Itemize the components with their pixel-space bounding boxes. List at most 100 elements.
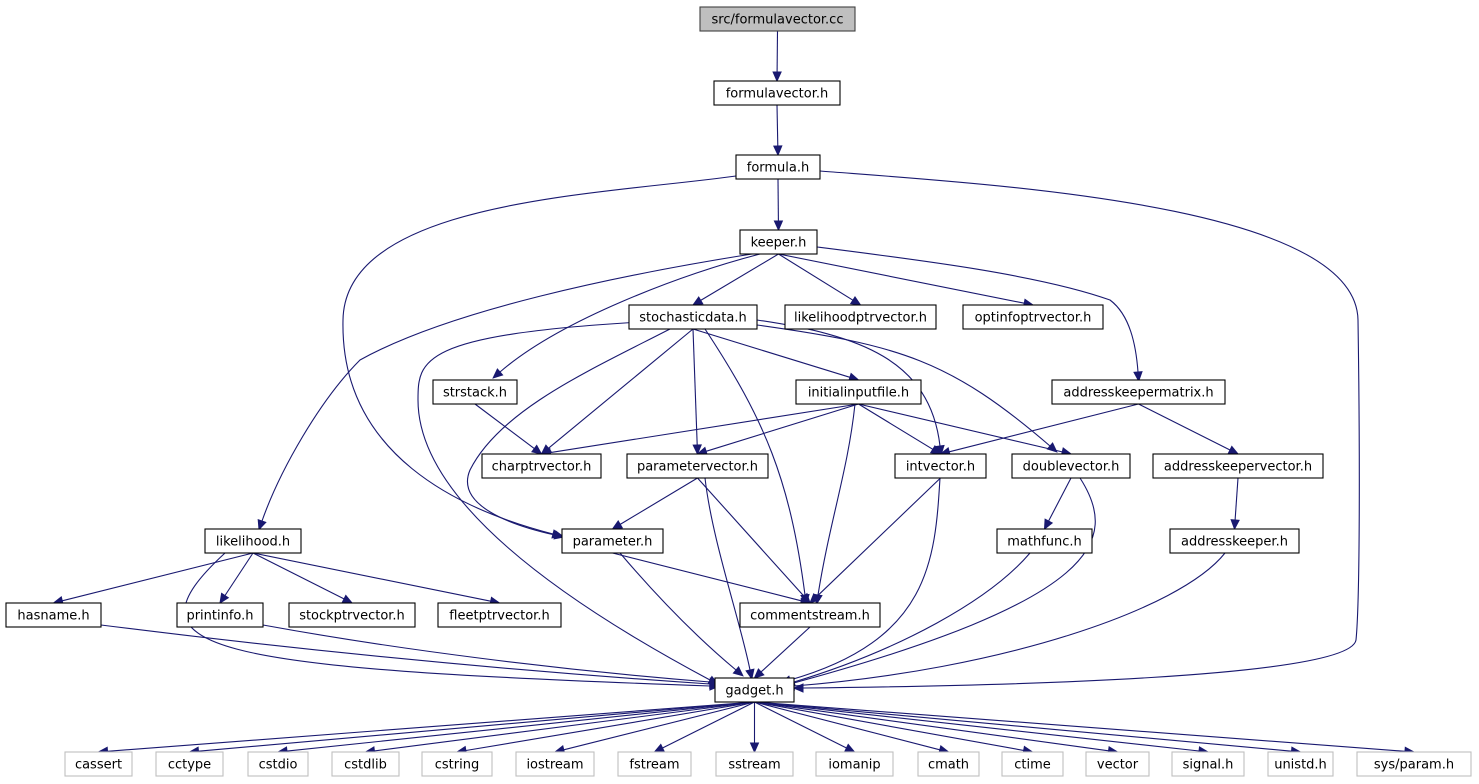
node-label-parametervector-h: parametervector.h [637, 460, 758, 475]
node-label-likelihood-h: likelihood.h [216, 535, 290, 550]
arrowhead-addresskeepermatrix-h-to-addresskeepervector-h [1227, 445, 1240, 455]
edge-gadget-h-to-cstring [465, 701, 755, 752]
edge-parametervector-h-to-commentstream-h [697, 477, 805, 597]
arrowhead-parametervector-h-to-parameter-h [611, 519, 624, 530]
arrowhead-keeper-h-to-stochasticdata-h [691, 296, 704, 306]
edge-likelihood-h-to-stockptrvector-h [252, 552, 345, 600]
node-formulavector-h[interactable]: formulavector.h [713, 80, 841, 106]
node-box-src-formulavector-cc [699, 6, 856, 32]
node-box-sstream [715, 751, 794, 777]
node-hasname-h[interactable]: hasname.h [5, 602, 102, 628]
node-label-hasname-h: hasname.h [17, 609, 89, 624]
node-label-charptrvector-h: charptrvector.h [492, 460, 592, 475]
node-label-addresskeepervector-h: addresskeepervector.h [1164, 460, 1312, 475]
arrowhead-addresskeepervector-h-to-addresskeeper-h [1230, 519, 1240, 531]
edge-likelihood-h-to-gadget-h [184, 552, 711, 687]
node-box-addresskeepermatrix-h [1051, 379, 1226, 405]
edge-doublevector-h-to-mathfunc-h [1048, 477, 1072, 522]
edge-stochasticdata-h-to-parameter-h [467, 328, 671, 536]
edge-gadget-h-to-cctype [198, 701, 755, 752]
node-label-keeper-h: keeper.h [751, 236, 807, 251]
node-addresskeepermatrix-h[interactable]: addresskeepermatrix.h [1051, 379, 1226, 405]
node-commentstream-h[interactable]: commentstream.h [739, 602, 881, 628]
node-parametervector-h[interactable]: parametervector.h [626, 453, 769, 479]
arrowhead-commentstream-h-to-gadget-h [753, 668, 765, 679]
node-box-cctype [155, 751, 224, 777]
node-box-signal-h [1171, 751, 1245, 777]
node-box-stochasticdata-h [628, 304, 758, 330]
node-charptrvector-h[interactable]: charptrvector.h [481, 453, 602, 479]
node-initialinputfile-h[interactable]: initialinputfile.h [795, 379, 922, 405]
node-mathfunc-h[interactable]: mathfunc.h [996, 528, 1093, 554]
node-box-cstdio [247, 751, 309, 777]
edge-parameter-h-to-commentstream-h [612, 552, 802, 602]
node-label-cstdlib: cstdlib [344, 758, 387, 773]
node-cstring: cstring [421, 751, 493, 777]
edge-gadget-h-to-iostream [563, 701, 755, 751]
arrowhead-likelihood-h-to-printinfo-h [219, 592, 230, 605]
node-cmath: cmath [917, 751, 980, 777]
node-sys-param-h: sys/param.h [1356, 751, 1472, 777]
edge-gadget-h-to-signal-h [754, 701, 1200, 752]
node-unistd-h: unistd.h [1267, 751, 1334, 777]
node-label-fstream: fstream [629, 758, 679, 773]
node-label-fleetptrvector-h: fleetptrvector.h [449, 609, 549, 624]
node-box-sys-param-h [1356, 751, 1472, 777]
node-addresskeeper-h[interactable]: addresskeeper.h [1169, 528, 1300, 554]
node-doublevector-h[interactable]: doublevector.h [1011, 453, 1131, 479]
edge-gadget-h-to-cassert [107, 701, 755, 752]
node-fleetptrvector-h[interactable]: fleetptrvector.h [437, 602, 562, 628]
edge-formula-h-to-parameter-h [342, 175, 737, 535]
edge-keeper-h-to-stochasticdata-h [700, 253, 779, 301]
node-likelihood-h[interactable]: likelihood.h [204, 528, 302, 554]
node-box-commentstream-h [739, 602, 881, 628]
edge-intvector-h-to-gadget-h [789, 477, 941, 681]
node-optinfoptrvector-h[interactable]: optinfoptrvector.h [962, 304, 1104, 330]
node-label-stockptrvector-h: stockptrvector.h [299, 609, 405, 624]
arrowhead-initialinputfile-h-to-intvector-h [929, 444, 942, 455]
node-parameter-h[interactable]: parameter.h [561, 528, 664, 554]
node-vector: vector [1085, 751, 1150, 777]
edge-stochasticdata-h-to-commentstream-h [704, 328, 806, 596]
node-printinfo-h[interactable]: printinfo.h [176, 602, 264, 628]
node-intvector-h[interactable]: intvector.h [894, 453, 987, 479]
node-stockptrvector-h[interactable]: stockptrvector.h [288, 602, 416, 628]
node-addresskeepervector-h[interactable]: addresskeepervector.h [1152, 453, 1324, 479]
node-label-formulavector-h: formulavector.h [726, 87, 829, 102]
node-label-parameter-h: parameter.h [573, 535, 653, 550]
node-strstack-h[interactable]: strstack.h [432, 379, 518, 405]
edge-addresskeepermatrix-h-to-intvector-h [949, 403, 1139, 453]
edges-layer [52, 30, 1416, 757]
node-stochasticdata-h[interactable]: stochasticdata.h [628, 304, 758, 330]
node-keeper-h[interactable]: keeper.h [739, 229, 818, 255]
node-src-formulavector-cc[interactable]: src/formulavector.cc [699, 6, 856, 32]
edge-stochasticdata-h-to-parametervector-h [692, 328, 698, 446]
node-ctime: ctime [1001, 751, 1064, 777]
node-formula-h[interactable]: formula.h [735, 154, 821, 180]
edge-gadget-h-to-ctime [754, 701, 1024, 751]
node-label-likelihoodptrvector-h: likelihoodptrvector.h [794, 311, 927, 326]
node-box-cassert [64, 751, 133, 777]
node-label-signal-h: signal.h [1183, 758, 1234, 773]
node-box-gadget-h [714, 677, 795, 703]
edge-parametervector-h-to-gadget-h [704, 477, 751, 671]
node-label-sstream: sstream [728, 758, 780, 773]
node-box-printinfo-h [176, 602, 264, 628]
node-likelihoodptrvector-h[interactable]: likelihoodptrvector.h [784, 304, 937, 330]
node-box-keeper-h [739, 229, 818, 255]
node-box-addresskeepervector-h [1152, 453, 1324, 479]
node-box-ctime [1001, 751, 1064, 777]
edge-likelihood-h-to-fleetptrvector-h [252, 552, 491, 602]
arrowhead-doublevector-h-to-mathfunc-h [1043, 518, 1054, 531]
node-label-gadget-h: gadget.h [725, 684, 783, 699]
arrowhead-gadget-h-to-fstream [653, 743, 666, 753]
edge-hasname-h-to-gadget-h [100, 624, 711, 685]
arrowhead-gadget-h-to-iomanip [843, 743, 856, 753]
node-box-doublevector-h [1011, 453, 1131, 479]
node-label-stochasticdata-h: stochasticdata.h [639, 311, 746, 326]
node-fstream: fstream [617, 751, 692, 777]
edge-keeper-h-to-optinfoptrvector-h [778, 253, 1025, 304]
node-box-mathfunc-h [996, 528, 1093, 554]
node-gadget-h[interactable]: gadget.h [714, 677, 795, 703]
